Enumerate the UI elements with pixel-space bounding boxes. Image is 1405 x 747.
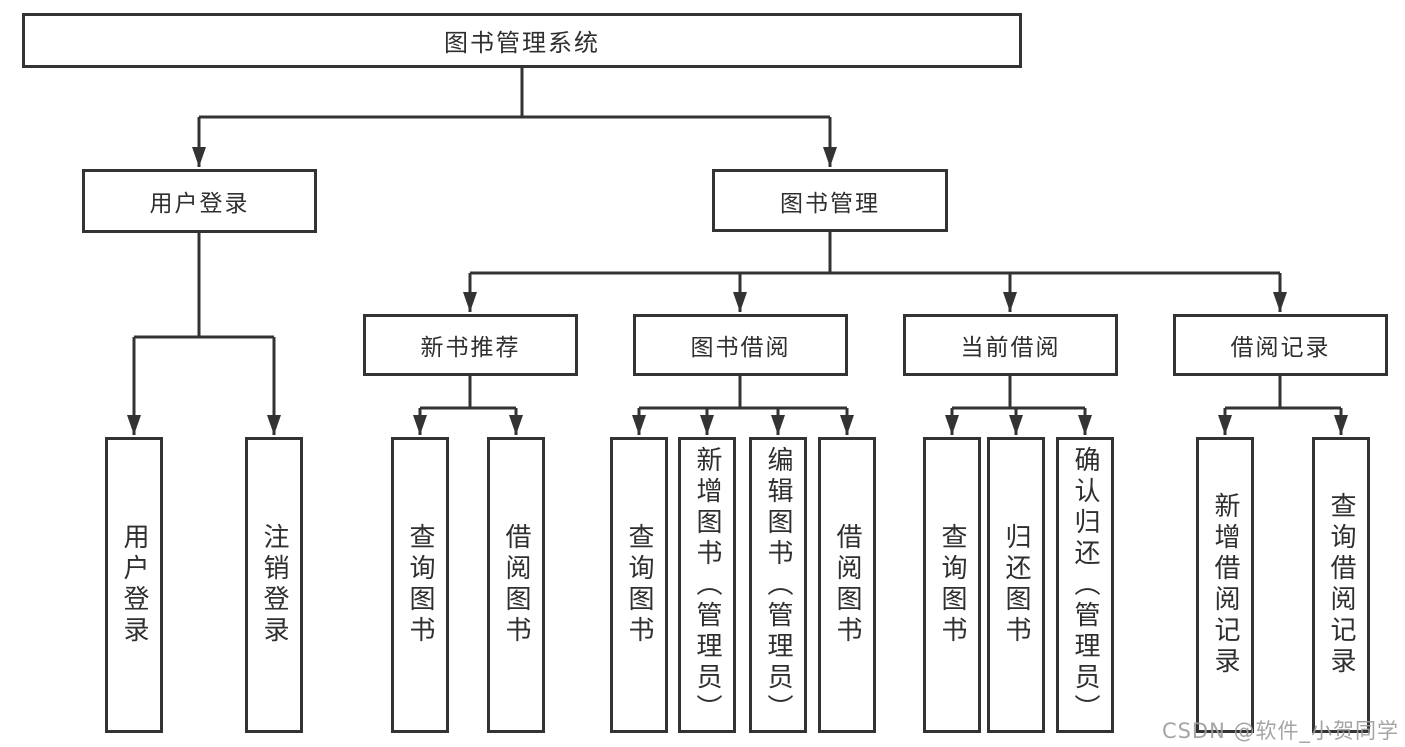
leaf-rec-query-record: 查询借阅记录 — [1312, 437, 1370, 733]
node-user-login-label: 用户登录 — [149, 191, 250, 217]
leaf-bb-edit-book-admin-label: 编辑图书（管理员） — [763, 445, 793, 725]
node-current-borrowing-label: 当前借阅 — [960, 335, 1061, 361]
node-current-borrowing: 当前借阅 — [903, 314, 1118, 376]
node-new-book-recommendation: 新书推荐 — [363, 314, 578, 376]
node-book-management-label: 图书管理 — [780, 190, 880, 217]
node-book-borrowing: 图书借阅 — [633, 314, 848, 376]
leaf-nb-query-books-label: 查询图书 — [405, 523, 435, 647]
leaf-bb-query-books-label: 查询图书 — [624, 523, 654, 647]
leaf-logout: 注销登录 — [245, 437, 303, 733]
leaf-logout-label: 注销登录 — [259, 523, 289, 647]
leaf-rec-add-record-label: 新增借阅记录 — [1210, 492, 1240, 678]
leaf-nb-borrow-books: 借阅图书 — [487, 437, 545, 733]
leaf-rec-add-record: 新增借阅记录 — [1196, 437, 1254, 733]
node-borrowing-records: 借阅记录 — [1173, 314, 1388, 376]
leaf-rec-query-record-label: 查询借阅记录 — [1326, 492, 1356, 678]
leaf-bb-add-book-admin: 新增图书（管理员） — [678, 437, 736, 733]
leaf-bb-query-books: 查询图书 — [610, 437, 668, 733]
leaf-bb-borrow-books: 借阅图书 — [818, 437, 876, 733]
leaf-nb-borrow-books-label: 借阅图书 — [501, 523, 531, 647]
node-user-login: 用户登录 — [82, 169, 317, 233]
node-new-book-recommendation-label: 新书推荐 — [420, 335, 521, 361]
leaf-cb-query-books-label: 查询图书 — [937, 523, 967, 647]
csdn-watermark: CSDN @软件_小贺同学 — [1161, 719, 1399, 743]
leaf-cb-return-books-label: 归还图书 — [1001, 523, 1031, 647]
leaf-cb-confirm-return-admin: 确认归还（管理员） — [1056, 437, 1114, 733]
leaf-nb-query-books: 查询图书 — [391, 437, 449, 733]
leaf-bb-borrow-books-label: 借阅图书 — [832, 523, 862, 647]
node-book-borrowing-label: 图书借阅 — [690, 335, 791, 361]
leaf-bb-edit-book-admin: 编辑图书（管理员） — [749, 437, 807, 733]
leaf-cb-return-books: 归还图书 — [987, 437, 1045, 733]
leaf-cb-query-books: 查询图书 — [923, 437, 981, 733]
leaf-user-login-label: 用户登录 — [119, 523, 149, 647]
node-root: 图书管理系统 — [22, 13, 1022, 68]
leaf-user-login: 用户登录 — [105, 437, 163, 733]
node-root-label: 图书管理系统 — [444, 29, 600, 57]
leaf-cb-confirm-return-admin-label: 确认归还（管理员） — [1070, 445, 1100, 725]
node-book-management: 图书管理 — [712, 169, 948, 232]
leaf-bb-add-book-admin-label: 新增图书（管理员） — [692, 445, 722, 725]
node-borrowing-records-label: 借阅记录 — [1230, 335, 1331, 361]
